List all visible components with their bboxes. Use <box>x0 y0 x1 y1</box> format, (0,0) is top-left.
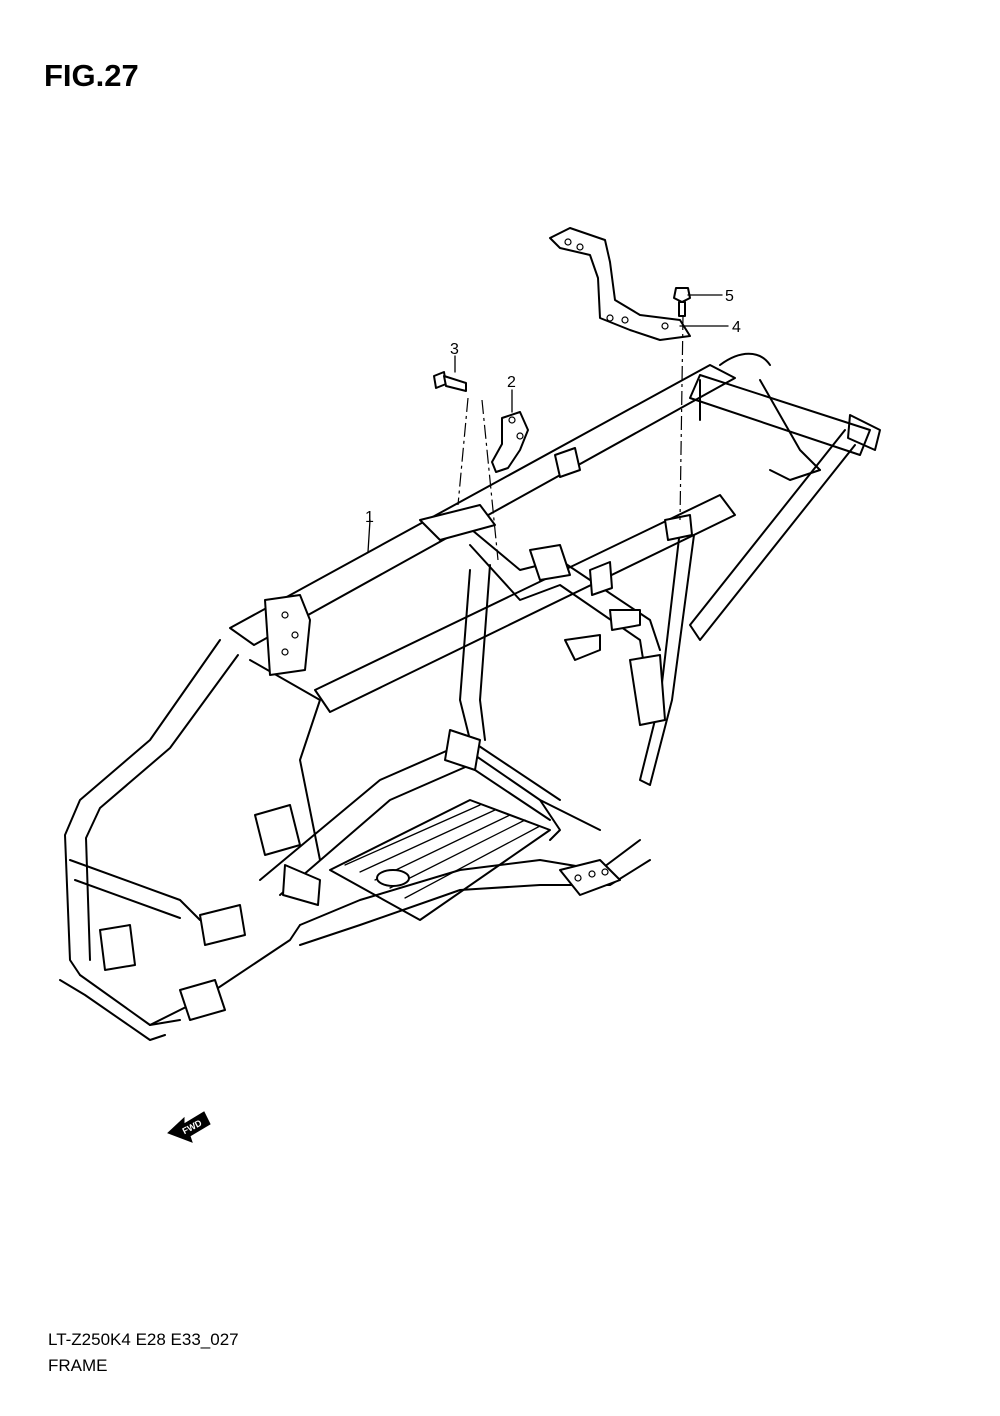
leader-line-1 <box>367 519 371 553</box>
callout-3: 3 <box>450 341 459 358</box>
figure-title: FIG.27 <box>44 58 139 93</box>
assembly-line <box>481 399 499 561</box>
model-code: LT-Z250K4 E28 E33_027 <box>48 1330 239 1349</box>
callout-1: 1 <box>365 509 374 526</box>
frame-assembly[interactable] <box>59 352 881 1041</box>
callout-4: 4 <box>732 319 741 336</box>
assembly-line <box>679 315 684 521</box>
bolt-part-5[interactable] <box>673 287 691 317</box>
rear-bracket-part-4[interactable] <box>549 227 691 341</box>
figure-name: FRAME <box>48 1356 108 1375</box>
assembly-line <box>457 397 469 506</box>
callout-2: 2 <box>507 374 516 391</box>
fwd-arrow-icon: FWD <box>167 1111 211 1143</box>
callout-5: 5 <box>725 288 734 305</box>
bracket-part-2[interactable] <box>491 411 529 473</box>
bolt-part-3[interactable] <box>433 371 467 392</box>
